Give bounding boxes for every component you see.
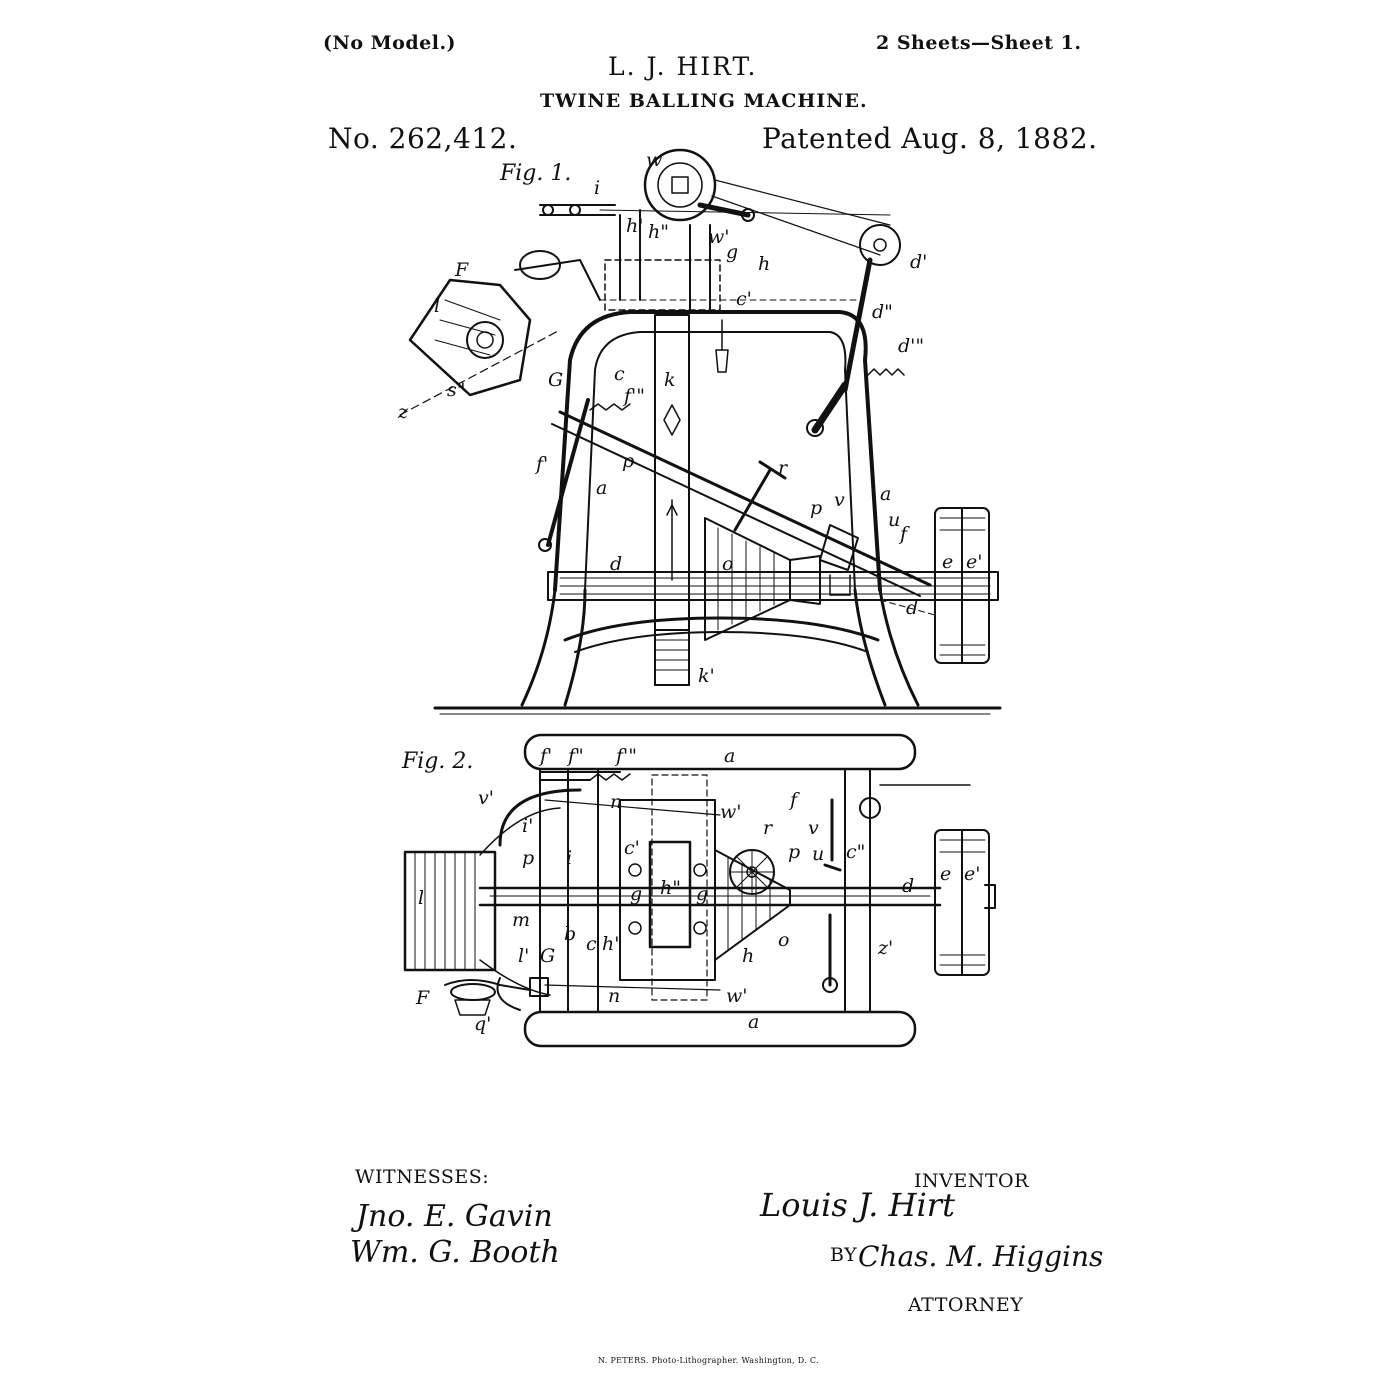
fig2-label: o (778, 929, 789, 951)
fig1-label: h (758, 253, 770, 275)
fig1-label: k (664, 369, 676, 391)
fig2-label: G (540, 945, 555, 967)
figure-1-labels: Fig. 1. w i h' h" w' g h d' F l c' d" d'… (397, 149, 982, 687)
fig1-label: o (722, 553, 733, 575)
fig1-label: i (594, 177, 600, 199)
fig1-label: p (810, 497, 822, 519)
fig2-label: f'" (614, 745, 637, 767)
fig1-label: f' (534, 453, 548, 475)
fig2-label: g (630, 883, 642, 905)
fig2-label: l (418, 887, 424, 909)
fig1-label: u (888, 509, 900, 531)
fig1-label: h' (626, 215, 643, 237)
fig2-label: v (808, 817, 819, 839)
fig2-label: p (788, 841, 800, 863)
fig2-label: p (522, 847, 534, 869)
fig2-label: i' (522, 815, 533, 837)
fig2-label: n (610, 791, 622, 813)
fig2-label: c (586, 933, 597, 955)
fig1-label: p (622, 450, 634, 472)
fig1-label: k' (698, 665, 715, 687)
fig2-label: r (763, 817, 774, 839)
patent-date: Patented Aug. 8, 1882. (762, 122, 1098, 155)
fig1-label: d' (910, 251, 927, 273)
fig2-label: a (748, 1011, 759, 1033)
fig1-label: d" (872, 301, 893, 323)
fig1-label: w (646, 149, 662, 171)
fig2-label: f" (566, 745, 584, 767)
fig2-label: g (696, 883, 708, 905)
fig2-label: w' (726, 985, 748, 1007)
inventor-label: INVENTOR (914, 1170, 1029, 1192)
fig2-label: z' (877, 937, 893, 959)
fig2-label: n (608, 985, 620, 1007)
fig2-label: h (742, 945, 754, 967)
fig2-label: w' (720, 801, 742, 823)
fig2-label: c' (624, 837, 640, 859)
fig1-label: v (834, 489, 845, 511)
fig2-label: d (902, 875, 914, 897)
fig2-label: h' (602, 933, 619, 955)
fig2-label: l' (518, 945, 529, 967)
fig2-label: e' (964, 863, 980, 885)
witnesses-label: WITNESSES: (355, 1166, 490, 1188)
fig1-label: s" (447, 379, 466, 401)
fig2-label: v' (478, 787, 494, 809)
fig2-label: q' (474, 1013, 491, 1035)
fig1-label: d'" (898, 335, 924, 357)
fig1-label: a (880, 483, 891, 505)
fig1-label: g (726, 241, 738, 263)
fig2-label: u (812, 843, 824, 865)
fig2-label: a (724, 745, 735, 767)
fig1-label: e' (966, 551, 982, 573)
patent-title: TWINE BALLING MACHINE. (540, 90, 868, 112)
fig1-label: l (434, 295, 440, 317)
figure-2-labels: Fig. 2. f' f" f'" a v' n w' f i' r v p c… (401, 745, 980, 1035)
fig2-label: i (566, 847, 572, 869)
fig2-label: h" (660, 877, 681, 899)
witness-2-signature: Wm. G. Booth (350, 1235, 560, 1270)
fig2-label: f (788, 789, 800, 811)
figure-1-drawing (399, 148, 1002, 715)
printer-credit: N. PETERS. Photo-Lithographer. Washingto… (598, 1356, 819, 1365)
patent-number: No. 262,412. (328, 122, 518, 155)
figure-2-drawing (403, 733, 996, 1048)
fig2-label: f' (538, 745, 552, 767)
fig2-label: F (415, 987, 430, 1009)
fig1-label: r (778, 457, 789, 479)
fig1-label: d (610, 553, 622, 575)
fig1-label: G (548, 369, 563, 391)
attorney-label: ATTORNEY (908, 1294, 1024, 1316)
fig1-label: d (906, 597, 918, 619)
fig1-label: c (614, 363, 625, 385)
sheet-count: 2 Sheets—Sheet 1. (876, 32, 1082, 54)
fig2-label: e (940, 863, 951, 885)
inventor-name-heading: L. J. HIRT. (608, 52, 758, 81)
fig1-label: f'" (622, 385, 645, 407)
fig1-label: w' (708, 226, 730, 248)
fig1-label: e (942, 551, 953, 573)
fig1-label: h" (648, 221, 669, 243)
model-note: (No Model.) (323, 32, 457, 54)
by-label: BY (830, 1244, 858, 1266)
witness-1-signature: Jno. E. Gavin (350, 1199, 553, 1234)
fig1-label: F (454, 259, 469, 281)
fig2-label: m (512, 909, 530, 931)
fig1-label: f (898, 523, 910, 545)
fig1-caption: Fig. 1. (499, 161, 571, 186)
fig2-caption: Fig. 2. (401, 749, 473, 774)
inventor-signature: Louis J. Hirt (759, 1186, 955, 1224)
fig1-label: c' (736, 288, 752, 310)
fig1-label: z (397, 401, 409, 423)
fig1-label: a (596, 477, 607, 499)
attorney-signature: Chas. M. Higgins (858, 1240, 1103, 1273)
fig2-label: b (564, 923, 576, 945)
fig2-label: c" (846, 841, 865, 863)
